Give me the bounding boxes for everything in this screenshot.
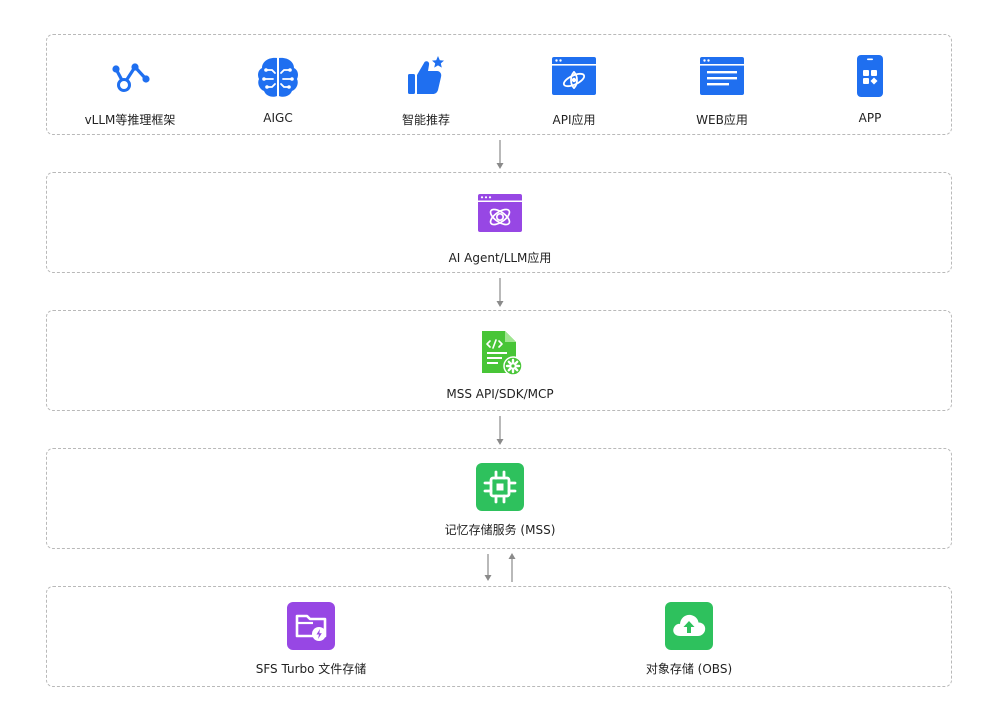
- node-label: AIGC: [263, 111, 293, 125]
- cloud-upload-icon: [665, 602, 713, 650]
- node-label: WEB应用: [696, 113, 748, 127]
- flow-arrow-down: [484, 554, 492, 581]
- flow-arrow-up: [508, 553, 516, 582]
- layer-service: 记忆存储服务 (MSS): [46, 448, 952, 549]
- layer-agent: AI Agent/LLM应用: [46, 172, 952, 273]
- node-ai-agent: AI Agent/LLM应用: [420, 191, 580, 266]
- node-mss-api: MSS API/SDK/MCP: [420, 329, 580, 401]
- node-app: APP: [790, 53, 950, 125]
- node-sfs-turbo: SFS Turbo 文件存储: [231, 602, 391, 677]
- node-vllm: vLLM等推理框架: [50, 53, 210, 128]
- graph-nodes-icon: [106, 53, 154, 101]
- mobile-app-icon: [846, 53, 894, 101]
- code-file-gear-icon: [476, 329, 524, 377]
- node-label: AI Agent/LLM应用: [448, 251, 552, 265]
- node-label: API应用: [552, 113, 596, 127]
- node-label: MSS API/SDK/MCP: [446, 387, 554, 401]
- node-mss: 记忆存储服务 (MSS): [420, 463, 580, 538]
- browser-web-icon: [698, 53, 746, 101]
- folder-bolt-icon: [287, 602, 335, 650]
- chip-icon: [476, 463, 524, 511]
- layer-storage: SFS Turbo 文件存储 对象存储 (OBS): [46, 586, 952, 687]
- flow-arrow-down: [496, 140, 504, 169]
- flow-arrow-down: [496, 278, 504, 307]
- flow-arrow-down: [496, 416, 504, 445]
- brain-circuit-icon: [254, 53, 302, 101]
- layer-interface: MSS API/SDK/MCP: [46, 310, 952, 411]
- node-web-app: WEB应用: [642, 53, 802, 128]
- layer-applications: vLLM等推理框架 AIGC: [46, 34, 952, 135]
- node-api-app: API应用: [494, 53, 654, 128]
- node-label: SFS Turbo 文件存储: [255, 662, 367, 676]
- node-label: 记忆存储服务 (MSS): [444, 523, 556, 537]
- node-label: APP: [858, 111, 882, 125]
- node-label: 对象存储 (OBS): [645, 662, 733, 676]
- node-obs: 对象存储 (OBS): [609, 602, 769, 677]
- node-label: 智能推荐: [401, 113, 450, 127]
- browser-api-icon: [550, 53, 598, 101]
- agent-window-icon: [476, 191, 524, 239]
- node-label: vLLM等推理框架: [84, 113, 176, 127]
- thumbs-up-star-icon: [402, 53, 450, 101]
- node-aigc: AIGC: [198, 53, 358, 125]
- node-recommend: 智能推荐: [346, 53, 506, 128]
